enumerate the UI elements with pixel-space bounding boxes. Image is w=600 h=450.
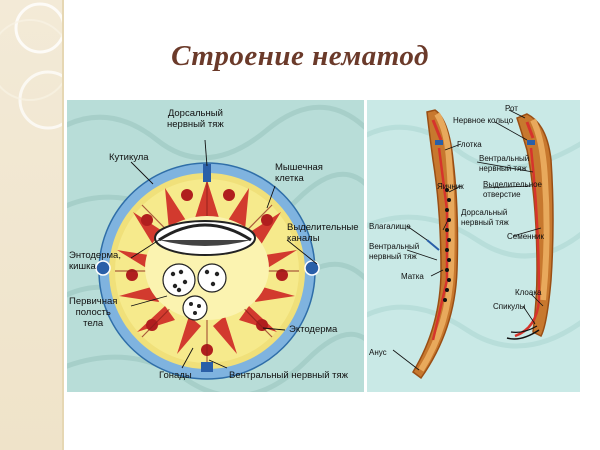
label-seminal: Семенник xyxy=(507,232,544,241)
label-gonads: Гонады xyxy=(159,370,192,381)
label-endoderm: Энтодерма,кишка xyxy=(69,250,121,272)
male-body xyxy=(506,113,554,340)
excretory-canal-right xyxy=(304,260,320,276)
label-spicules: Спикулы xyxy=(493,302,526,311)
body-leader-lines xyxy=(392,109,544,371)
sidebar-divider xyxy=(62,0,64,450)
label-pharynx: Глотка xyxy=(457,140,482,149)
slide-title: Строение нематод xyxy=(171,40,429,72)
cross-section-drawing xyxy=(95,139,320,380)
leader-lines xyxy=(130,139,318,369)
label-uterus: Матка xyxy=(401,272,424,281)
label-ovary: Яичник xyxy=(437,182,464,191)
decorative-sidebar xyxy=(0,0,62,450)
excretory-canal-left xyxy=(95,260,111,276)
ventral-nerve-cord xyxy=(201,362,213,372)
label-vagina: Влагалище xyxy=(369,222,411,231)
label-cloaca: Клоака xyxy=(515,288,542,297)
label-ectoderm: Эктодерма xyxy=(289,324,338,335)
label-mouth: Рот xyxy=(505,104,518,113)
label-ventral-nerve: Вентральный нервный тяж xyxy=(229,370,349,381)
label-anus: Анус xyxy=(369,348,387,357)
nematode-bodies-drawing xyxy=(392,109,554,380)
label-cuticle: Кутикула xyxy=(109,152,149,163)
muscle-nuclei xyxy=(126,189,288,356)
gonads-drawing xyxy=(162,263,227,321)
decorative-circles xyxy=(0,2,62,130)
female-body xyxy=(412,109,459,380)
dorsal-nerve-cord xyxy=(203,164,211,182)
label-nerve-ring: Нервное кольцо xyxy=(453,116,514,125)
